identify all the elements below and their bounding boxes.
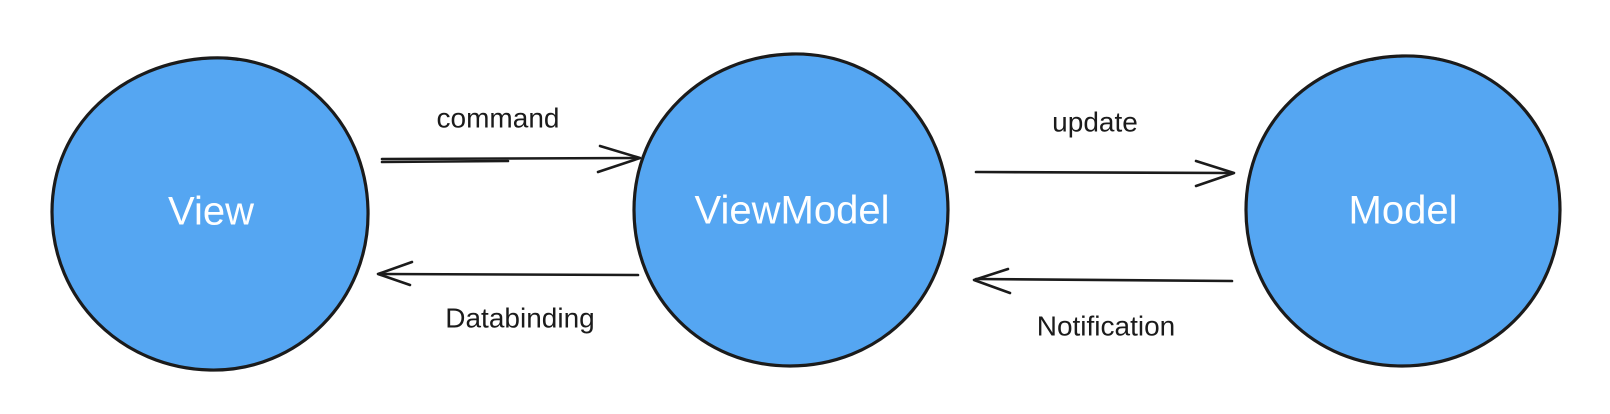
arrow-command	[380, 144, 642, 174]
update-label: update	[1052, 106, 1138, 137]
notification-label: Notification	[1037, 310, 1176, 341]
arrow-update	[974, 159, 1236, 188]
model-label: Model	[1349, 189, 1458, 233]
node-view: View	[50, 56, 370, 372]
model-circle	[1244, 54, 1562, 368]
databinding-label: Databinding	[445, 302, 594, 333]
command-label: command	[437, 102, 560, 133]
arrow-notification	[972, 267, 1234, 295]
node-model: Model	[1244, 54, 1562, 368]
view-circle	[50, 56, 370, 372]
viewmodel-circle	[632, 52, 950, 368]
view-label: View	[168, 190, 254, 234]
arrow-databinding	[376, 260, 640, 287]
node-viewmodel: ViewModel	[632, 52, 950, 368]
viewmodel-label: ViewModel	[695, 189, 890, 233]
